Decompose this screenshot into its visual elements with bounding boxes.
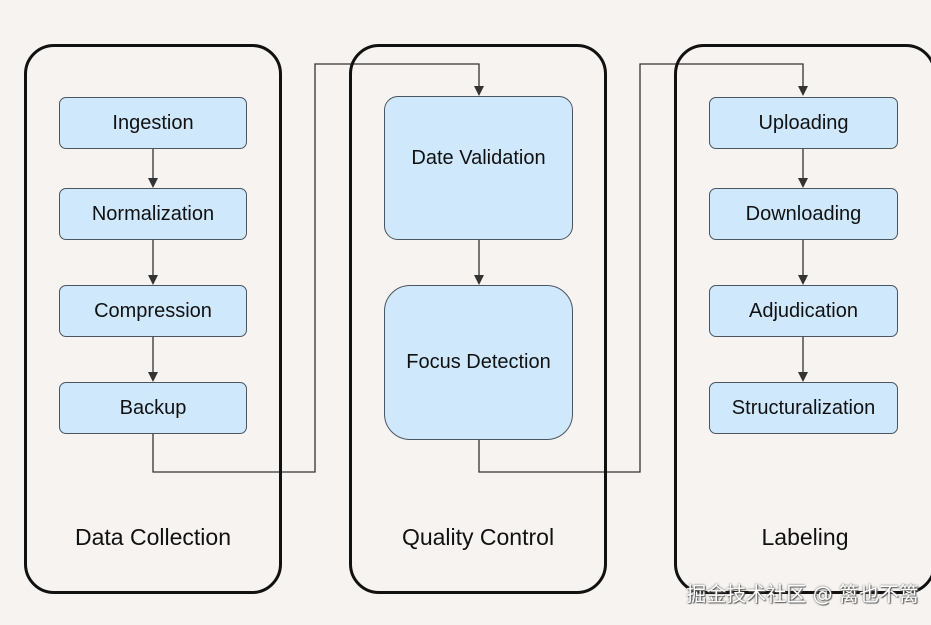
node-backup: Backup [59, 382, 247, 434]
group-label-quality-control: Quality Control [401, 524, 555, 550]
node-adjudication: Adjudication [709, 285, 898, 337]
connector-backup-to-date-validation [152, 63, 484, 473]
group-quality-control: Quality Control [349, 44, 607, 594]
node-focus-detection: Focus Detection [384, 285, 573, 440]
node-structuralization: Structuralization [709, 382, 898, 434]
node-compression: Compression [59, 285, 247, 337]
watermark-text: 掘金技术社区 @ 篱也不篱 [686, 582, 919, 606]
group-label-labeling: Labeling [761, 524, 849, 550]
group-label-data-collection: Data Collection [75, 524, 231, 550]
group-data-collection: Data Collection [24, 44, 282, 594]
node-ingestion: Ingestion [59, 97, 247, 149]
node-normalization: Normalization [59, 188, 247, 240]
node-downloading: Downloading [709, 188, 898, 240]
connector-focus-detection-to-uploading [478, 63, 808, 473]
node-date-validation: Date Validation [384, 96, 573, 240]
group-labeling: Labeling [674, 44, 931, 594]
node-uploading: Uploading [709, 97, 898, 149]
